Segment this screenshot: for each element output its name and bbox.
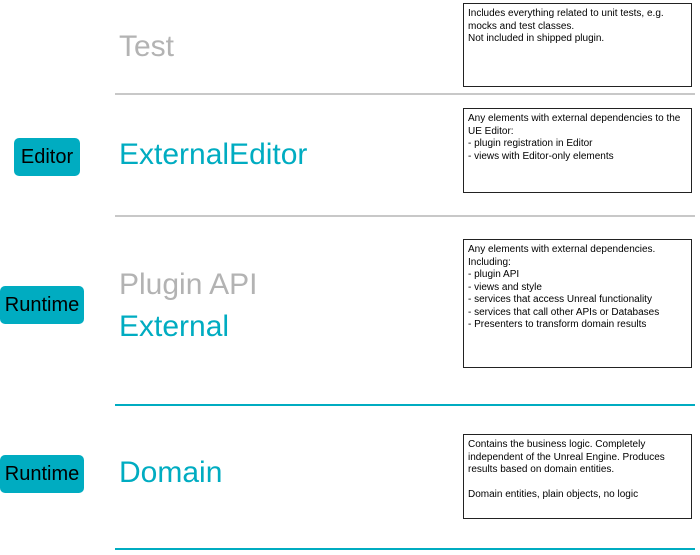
external-editor-layer-note: Any elements with external dependencies … (463, 108, 692, 193)
domain-layer-note: Contains the business logic. Completely … (463, 434, 692, 519)
divider-external-domain (115, 404, 695, 406)
divider-domain-bottom (115, 548, 695, 550)
test-layer-title: Test (119, 30, 175, 63)
domain-layer-title: Domain (119, 456, 223, 489)
divider-editor-external (115, 215, 695, 217)
plugin-api-layer-title: Plugin API (119, 268, 258, 301)
runtime-badge-external: Runtime (0, 286, 84, 324)
external-layer-note: Any elements with external dependencies.… (463, 239, 692, 368)
test-layer-note: Includes everything related to unit test… (463, 3, 692, 87)
runtime-badge-domain: Runtime (0, 455, 84, 493)
external-editor-layer-title: ExternalEditor (119, 138, 308, 171)
external-layer-title: External (119, 310, 230, 343)
editor-badge: Editor (14, 138, 80, 176)
divider-test-editor (115, 93, 695, 95)
